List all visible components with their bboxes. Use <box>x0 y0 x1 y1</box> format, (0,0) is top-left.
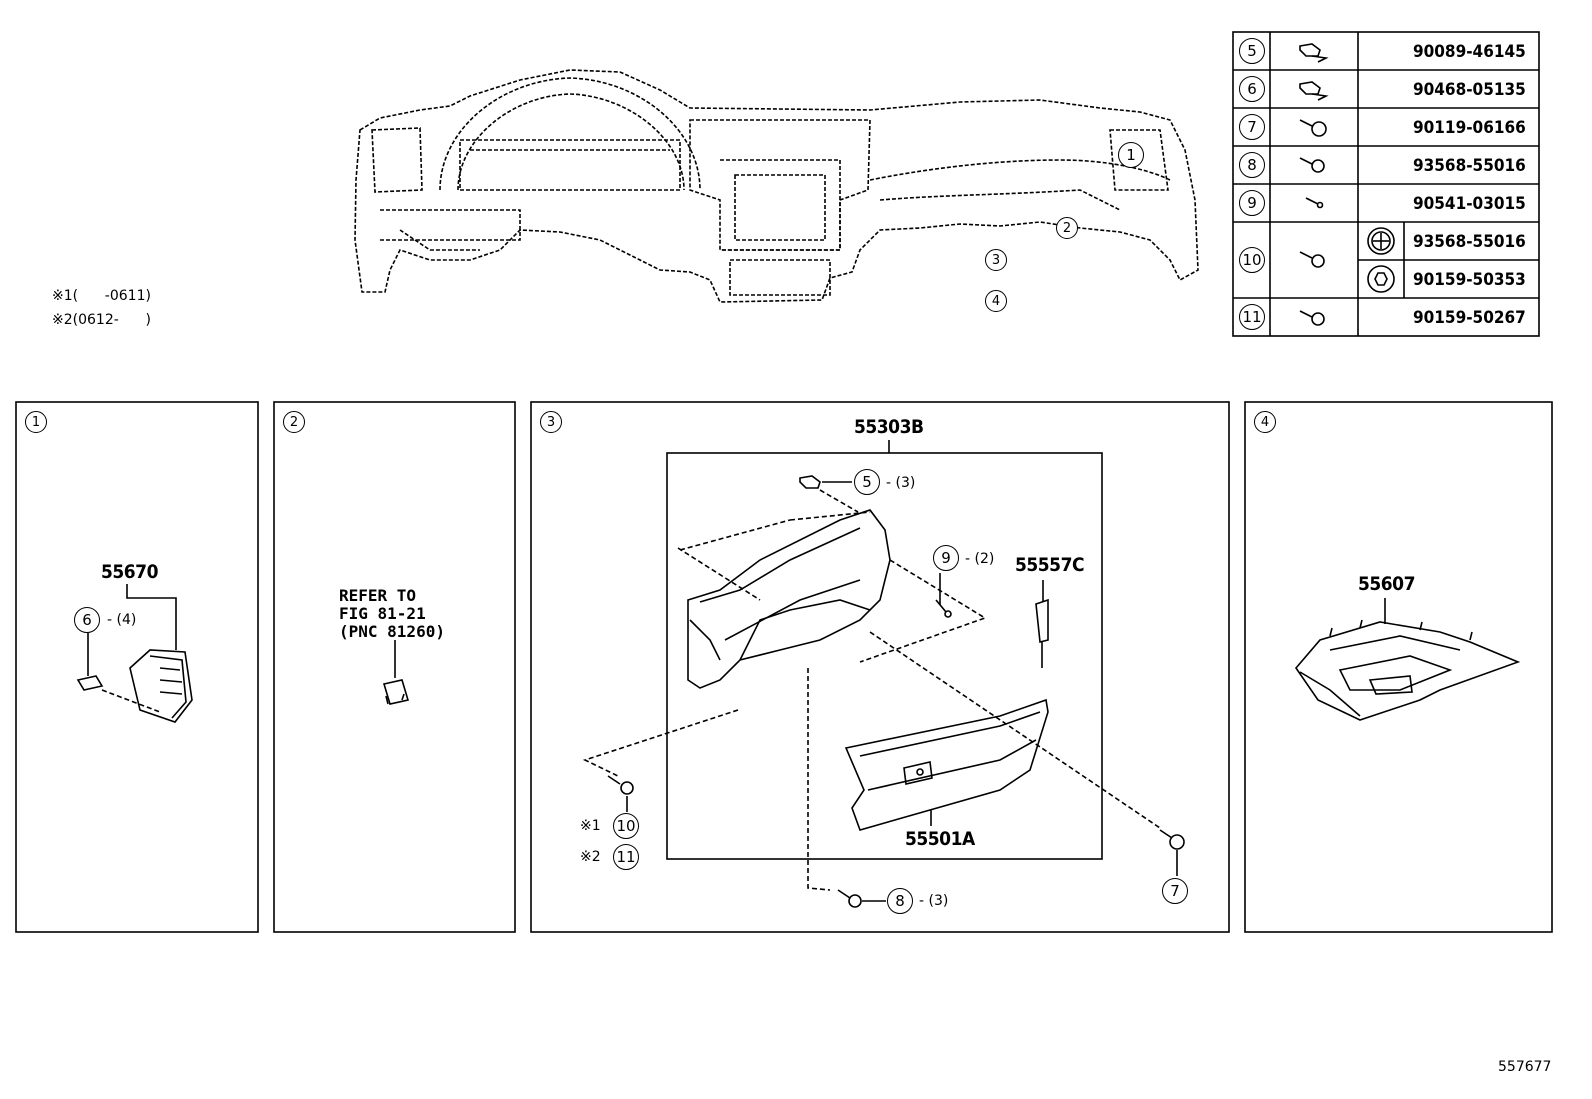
panel-2-id[interactable]: 2 <box>283 411 305 433</box>
panel-3-callout-10[interactable]: 10 <box>613 813 639 839</box>
table-part-10: 93568-55016 <box>1413 232 1526 252</box>
panel-3-mark-2: ※2 <box>580 849 601 865</box>
table-part-5: 90089-46145 <box>1413 42 1526 62</box>
panel-3-part-door[interactable]: 55501A <box>905 828 975 850</box>
panel-3-part-damper[interactable]: 55557C <box>1015 554 1085 576</box>
table-ref-7[interactable]: 7 <box>1239 114 1265 140</box>
table-ref-11[interactable]: 11 <box>1239 304 1265 330</box>
panel-3-id[interactable]: 3 <box>540 411 562 433</box>
panel-1-quantity: - (4) <box>107 612 137 628</box>
pin-icon-9 <box>1305 197 1324 209</box>
panel-3-frame <box>530 401 1230 933</box>
table-part-9: 90541-03015 <box>1413 194 1526 214</box>
panel-4-id[interactable]: 4 <box>1254 411 1276 433</box>
glove-box-assembly-frame <box>666 452 1103 860</box>
panel-3-callout-11[interactable]: 11 <box>613 844 639 870</box>
panel-3-qty-9: - (2) <box>965 551 995 567</box>
screw-head-hex-icon <box>1367 265 1395 293</box>
table-part-10-alt: 90159-50353 <box>1413 270 1526 290</box>
overview-callout-3[interactable]: 3 <box>985 249 1007 271</box>
table-part-6: 90468-05135 <box>1413 80 1526 100</box>
overview-callout-1[interactable]: 1 <box>1118 142 1144 168</box>
panel-1-frame <box>15 401 259 933</box>
fastener-icons <box>1299 43 1395 326</box>
table-ref-10[interactable]: 10 <box>1239 247 1265 273</box>
table-ref-6[interactable]: 6 <box>1239 76 1265 102</box>
panel-3-callout-9[interactable]: 9 <box>933 545 959 571</box>
panel-2-reference-note[interactable]: REFER TO FIG 81-21 (PNC 81260) <box>339 586 445 641</box>
table-part-11: 90159-50267 <box>1413 308 1526 328</box>
panel-4-drawing <box>1294 598 1521 721</box>
panel-3-mark-1: ※1 <box>580 818 601 834</box>
diagram-id: 557677 <box>1498 1059 1552 1075</box>
panel-3-callout-7[interactable]: 7 <box>1162 878 1188 904</box>
clip-icon-5 <box>1299 43 1329 63</box>
screw-icon-8 <box>1299 157 1325 173</box>
fastener-table-grid <box>1232 31 1540 337</box>
clip-icon-6 <box>1299 81 1329 101</box>
panel-3-callout-8[interactable]: 8 <box>887 888 913 914</box>
screw-head-phillips-icon <box>1367 227 1395 255</box>
note-2: ※2(0612- ) <box>52 312 151 328</box>
note-1: ※1( -0611) <box>52 288 151 304</box>
table-part-8: 93568-55016 <box>1413 156 1526 176</box>
panel-2-drawing <box>382 640 410 705</box>
screw-icon-10 <box>1299 251 1325 268</box>
table-ref-5[interactable]: 5 <box>1239 38 1265 64</box>
overview-callout-4[interactable]: 4 <box>985 290 1007 312</box>
panel-1-drawing <box>76 584 193 723</box>
panel-3-qty-8: - (3) <box>919 893 949 909</box>
table-ref-8[interactable]: 8 <box>1239 152 1265 178</box>
screw-icon-11 <box>1299 310 1325 326</box>
table-ref-9[interactable]: 9 <box>1239 190 1265 216</box>
overview-callout-2[interactable]: 2 <box>1056 217 1078 239</box>
panel-3-qty-5: - (3) <box>886 475 916 491</box>
panel-2-frame <box>273 401 516 933</box>
panel-1-part-number[interactable]: 55670 <box>101 561 158 583</box>
table-part-7: 90119-06166 <box>1413 118 1526 138</box>
panel-4-frame <box>1244 401 1553 933</box>
panel-4-part-number[interactable]: 55607 <box>1358 573 1415 595</box>
panel-1-id[interactable]: 1 <box>25 411 47 433</box>
instrument-panel-overview <box>354 69 1199 303</box>
panel-3-drawing <box>582 440 1185 908</box>
panel-3-assembly-number[interactable]: 55303B <box>854 416 924 438</box>
screw-icon-7 <box>1299 119 1327 137</box>
panel-3-callout-5[interactable]: 5 <box>854 469 880 495</box>
panel-1-callout[interactable]: 6 <box>74 607 100 633</box>
